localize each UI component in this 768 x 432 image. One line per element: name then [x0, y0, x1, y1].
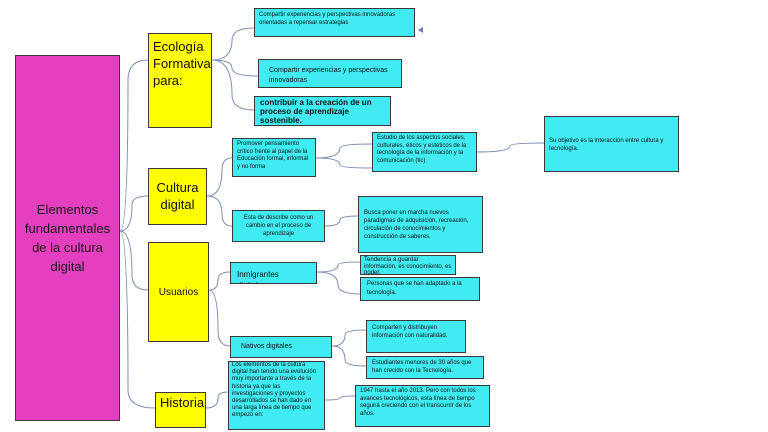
connector-root-ecologia: [119, 59, 149, 232]
inmigrantes-b: Personas que se han adaptado a la tecnol…: [360, 277, 480, 301]
historia-elementos-text: Los elementos de la cultura digital han …: [232, 362, 317, 419]
connector-root-usuarios: [119, 230, 149, 291]
ecologia-item-2-text: Compartir experiencias y perspectivas in…: [269, 67, 388, 84]
connector-root-cultura: [119, 195, 149, 232]
ecologia-item-3-text: contribuir a la creación de un proceso d…: [260, 98, 372, 125]
nativos-b: Estudiantes menores de 30 años que han c…: [366, 356, 484, 379]
inmigrantes-a: Tendencia a guardar información, es cono…: [360, 255, 456, 275]
cultura-busca-text: Busca poner en marcha nuevos paradigmas …: [364, 210, 469, 240]
connector-cultura-describe: [206, 195, 233, 227]
category-cultura: Cultura digital: [148, 168, 207, 225]
cultura-describe: Esta de describe como un cambio en el pr…: [232, 210, 325, 242]
connector-promover-estudio-2: [315, 157, 373, 169]
connector-root-historia: [119, 230, 156, 409]
historia-anios: 1947 hasta el año 2013. Pero con todos l…: [355, 385, 490, 427]
ecologia-item-2: Compartir experiencias y perspectivas in…: [258, 59, 402, 88]
cultura-describe-text: Esta de describe como un cambio en el pr…: [243, 215, 314, 237]
category-historia-label: Historia: [160, 395, 205, 410]
root-label: Elementos fundamentales de la cultura di…: [24, 202, 111, 274]
cultura-estudio: Estudio de los aspectos sociales, cultur…: [372, 132, 477, 172]
cultura-objetivo: Su objetivo es la interacción entre cult…: [544, 116, 679, 172]
connector-cultura-promover: [206, 157, 233, 197]
cultura-objetivo-text: Su objetivo es la interacción entre cult…: [549, 138, 664, 152]
ecologia-item-1: Compartir experiencias y perspectivas in…: [254, 8, 415, 37]
inmigrantes-a-text: Tendencia a guardar información, es cono…: [364, 257, 452, 275]
category-ecologia-label: Ecología Formativa para:: [153, 39, 211, 88]
connector-ecologia-3: [211, 59, 255, 111]
usuarios-inmigrantes: Inmigrantes digitales: [230, 262, 317, 284]
arrow-left-icon: [418, 27, 423, 33]
connector-inmigrantes-a: [316, 261, 361, 273]
usuarios-inmigrantes-text: Inmigrantes digitales: [237, 270, 279, 283]
inmigrantes-b-text: Personas que se han adaptado a la tecnol…: [367, 281, 462, 296]
connector-describe-busca: [324, 215, 359, 227]
cultura-promover-text: Promover pensamiento crítico frente al p…: [237, 141, 309, 170]
ecologia-item-3: contribuir a la creación de un proceso d…: [254, 96, 391, 126]
connector-historia-elementos: [205, 391, 229, 409]
historia-elementos: Los elementos de la cultura digital han …: [228, 361, 325, 430]
connector-ecologia-2: [211, 59, 259, 77]
root-node: Elementos fundamentales de la cultura di…: [15, 55, 120, 421]
ecologia-item-1-text: Compartir experiencias y perspectivas in…: [259, 12, 396, 26]
category-ecologia: Ecología Formativa para:: [148, 33, 212, 128]
nativos-a: Comparten y distribuyen información con …: [366, 320, 466, 353]
connector-nativos-b: [331, 345, 367, 367]
cultura-estudio-text: Estudio de los aspectos sociales, cultur…: [377, 135, 467, 164]
cultura-busca: Busca poner en marcha nuevos paradigmas …: [358, 196, 483, 253]
usuarios-nativos-text: Nativos digitales: [241, 343, 292, 350]
category-usuarios-label: Usuarios: [158, 286, 199, 298]
connector-inmigrantes-b: [316, 271, 361, 295]
category-historia: Historia: [155, 392, 206, 428]
nativos-b-text: Estudiantes menores de 30 años que han c…: [372, 360, 472, 374]
category-usuarios: Usuarios: [148, 242, 209, 342]
connector-usuarios-inmigrantes: [208, 271, 231, 291]
nativos-a-text: Comparten y distribuyen información con …: [372, 325, 448, 339]
connector-nativos-a: [331, 329, 367, 347]
connector-elementos-anios: [324, 395, 356, 401]
usuarios-nativos: Nativos digitales: [230, 336, 332, 358]
category-cultura-label: Cultura digital: [156, 180, 199, 212]
cultura-promover: Promover pensamiento crítico frente al p…: [232, 138, 316, 177]
connector-ecologia-1: [211, 27, 255, 61]
connector-estudio-objetivo: [476, 142, 545, 153]
connector-usuarios-nativos: [208, 289, 231, 347]
connector-promover-estudio: [315, 143, 373, 159]
historia-anios-text: 1947 hasta el año 2013. Pero con todos l…: [360, 388, 476, 417]
